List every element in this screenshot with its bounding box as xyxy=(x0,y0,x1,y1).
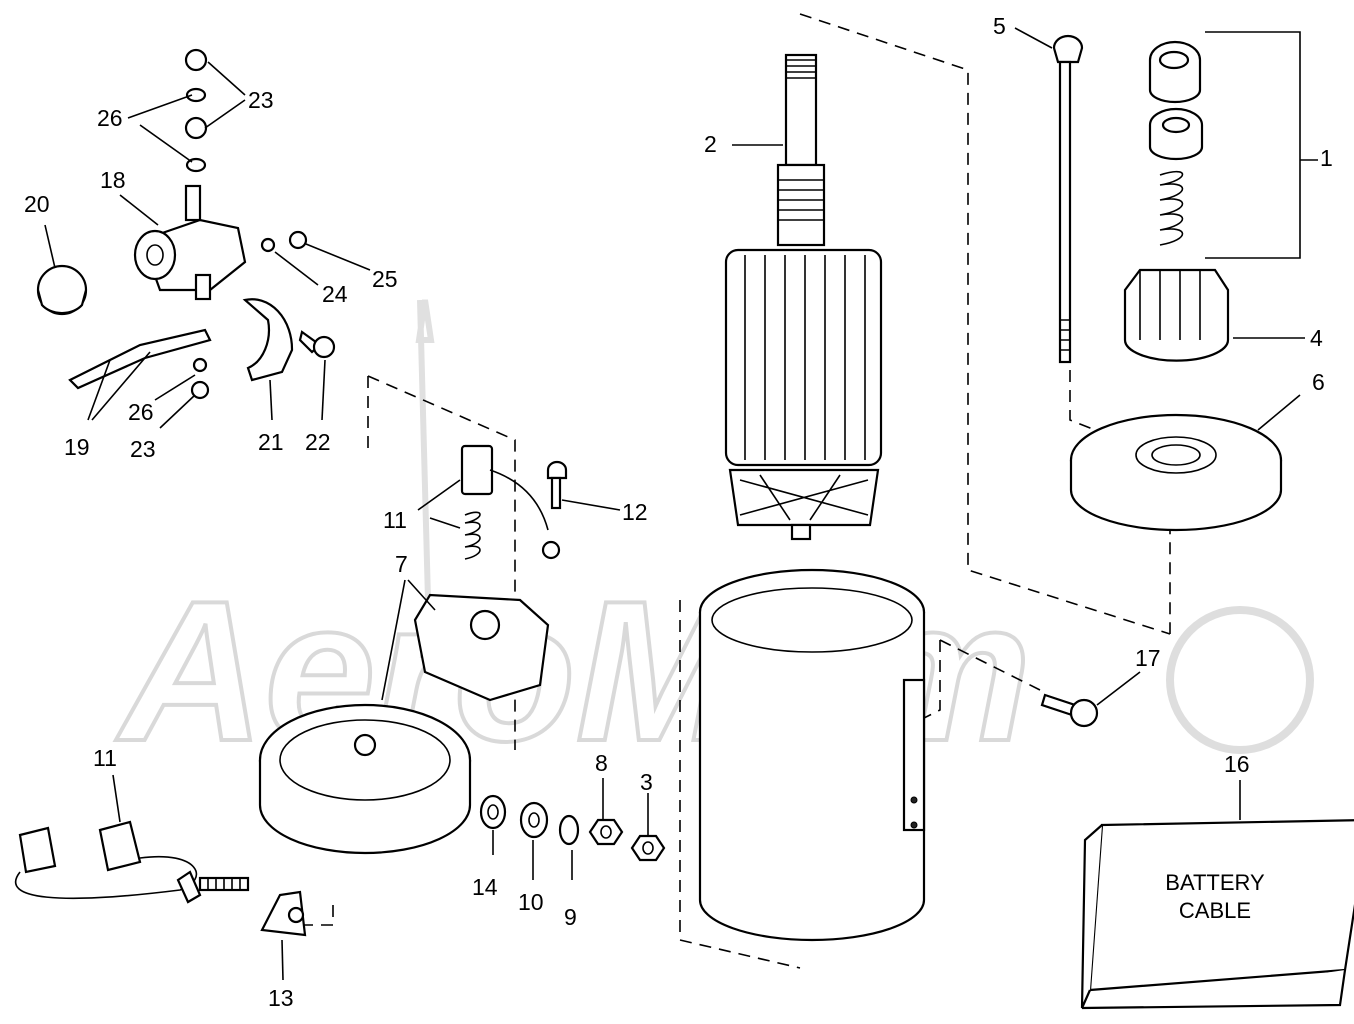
callout-3: 3 xyxy=(640,769,653,795)
callout-7: 7 xyxy=(395,551,408,577)
callout-11-lower: 11 xyxy=(93,745,117,771)
callout-22: 22 xyxy=(305,429,331,455)
callout-26-upper: 26 xyxy=(97,105,123,131)
frame-housing xyxy=(698,568,926,942)
battery-label-line1: BATTERY xyxy=(1165,870,1265,895)
callout-26-lower: 26 xyxy=(128,399,154,425)
callout-23-upper: 23 xyxy=(248,87,274,113)
lower-brushes xyxy=(14,693,1099,937)
callout-14: 14 xyxy=(472,874,498,900)
callout-21: 21 xyxy=(258,429,284,455)
armature-assembly xyxy=(724,53,883,541)
callout-19: 19 xyxy=(64,434,90,460)
callout-2: 2 xyxy=(704,131,717,157)
callout-9: 9 xyxy=(564,904,577,930)
leader-lines xyxy=(44,27,1318,981)
thru-bolt xyxy=(1052,34,1084,364)
callout-25: 25 xyxy=(372,266,398,292)
callout-8: 8 xyxy=(595,750,608,776)
drive-kit xyxy=(1069,40,1283,532)
callout-4: 4 xyxy=(1310,325,1323,351)
solenoid-assembly xyxy=(36,48,336,400)
callout-10: 10 xyxy=(518,889,544,915)
end-cap-assembly xyxy=(258,444,568,855)
callout-20: 20 xyxy=(24,191,50,217)
callout-1: 1 xyxy=(1320,145,1333,171)
callout-18: 18 xyxy=(100,167,126,193)
callout-13: 13 xyxy=(268,985,294,1011)
callout-5: 5 xyxy=(993,13,1006,39)
callouts: 1 2 3 4 5 6 7 8 9 10 11 11 12 13 14 16 1… xyxy=(24,13,1333,1011)
callout-6: 6 xyxy=(1312,369,1325,395)
callout-17: 17 xyxy=(1135,645,1161,671)
callout-23-lower: 23 xyxy=(130,436,156,462)
battery-label-line2: CABLE xyxy=(1179,898,1251,923)
callout-16: 16 xyxy=(1224,751,1250,777)
callout-11-upper: 11 xyxy=(383,507,407,533)
hardware-row xyxy=(479,794,666,862)
callout-24: 24 xyxy=(322,281,348,307)
callout-12: 12 xyxy=(622,499,648,525)
battery-cable-box: BATTERY CABLE xyxy=(1080,819,1354,1010)
